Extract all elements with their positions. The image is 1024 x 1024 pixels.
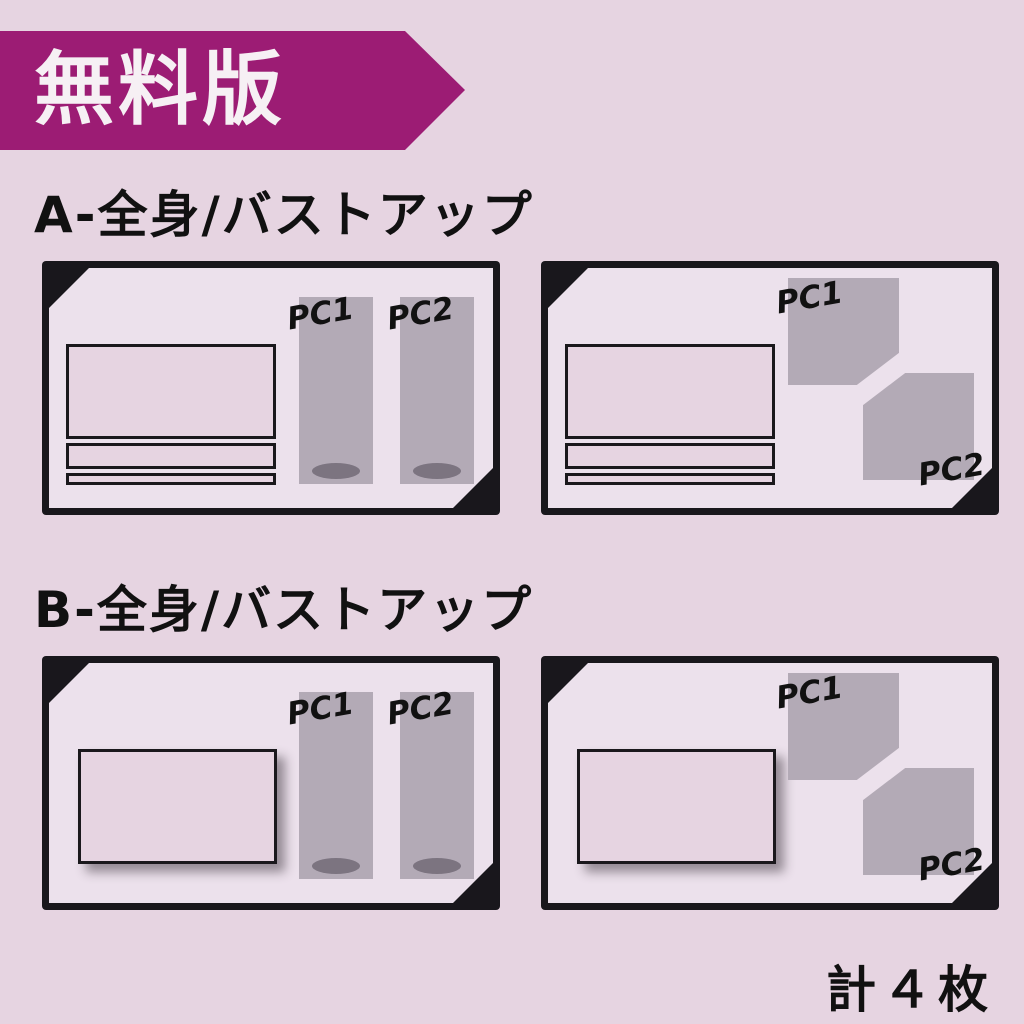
name-bar <box>66 443 276 469</box>
pc2-shadow <box>413 858 461 874</box>
total-count: 計４枚 <box>826 961 994 1019</box>
message-window <box>78 749 277 864</box>
pc2-standing-area <box>400 692 474 879</box>
card-b-bust-up: PC1 PC2 <box>541 656 999 910</box>
pc1-standing-area <box>299 692 373 879</box>
section-b-heading: B-全身/バストアップ <box>34 581 534 639</box>
free-version-banner <box>0 31 465 150</box>
card-a-full-body: PC1 PC2 <box>42 261 500 515</box>
pc1-standing-area <box>299 297 373 484</box>
name-bar <box>565 443 775 469</box>
sub-bar <box>66 473 276 485</box>
message-window <box>577 749 776 864</box>
banner-label: 無料版 <box>34 43 286 136</box>
section-a-heading: A-全身/バストアップ <box>34 186 534 244</box>
card-a-bust-up: PC1 PC2 <box>541 261 999 515</box>
pc2-shadow <box>413 463 461 479</box>
card-panel: PC1 PC2 <box>49 663 493 903</box>
card-panel: PC1 PC2 <box>49 268 493 508</box>
message-window <box>565 344 775 439</box>
pc1-shadow <box>312 463 360 479</box>
pc2-standing-area <box>400 297 474 484</box>
message-window <box>66 344 276 439</box>
card-panel: PC1 PC2 <box>548 663 992 903</box>
card-panel: PC1 PC2 <box>548 268 992 508</box>
pc1-shadow <box>312 858 360 874</box>
sub-bar <box>565 473 775 485</box>
card-b-full-body: PC1 PC2 <box>42 656 500 910</box>
